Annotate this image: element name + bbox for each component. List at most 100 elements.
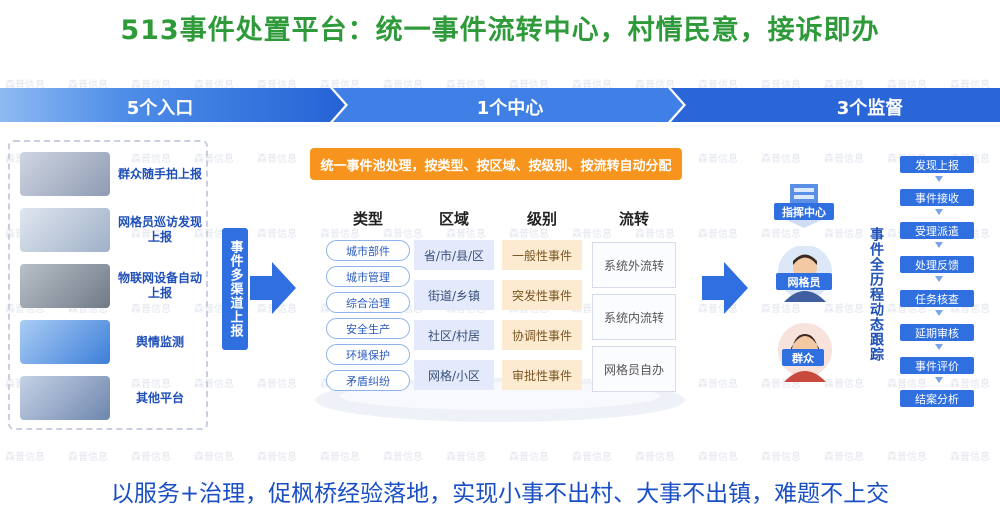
watermark-text: 森普信息 <box>761 452 801 463</box>
watermark-text: 森普信息 <box>320 229 360 240</box>
watermark-text: 森普信息 <box>131 229 171 240</box>
input-item-iot: 物联网设备自动上报 <box>20 264 202 308</box>
flow-item: 网格员自办 <box>592 346 676 392</box>
watermark-text: 森普信息 <box>5 80 45 91</box>
opinion-monitor-image <box>20 320 110 364</box>
region-item: 网格/小区 <box>414 360 494 390</box>
watermark-text: 森普信息 <box>698 80 738 91</box>
watermark-text: 森普信息 <box>383 229 423 240</box>
arrow-down-icon <box>935 242 943 248</box>
watermark-text: 森普信息 <box>131 304 171 315</box>
watermark-text: 森普信息 <box>131 452 171 463</box>
tracking-step: 事件接收 <box>900 189 974 206</box>
watermark-text: 森普信息 <box>194 379 234 390</box>
watermark-text: 森普信息 <box>761 229 801 240</box>
type-item: 城市管理 <box>326 266 410 287</box>
watermark-text: 森普信息 <box>509 80 549 91</box>
tracking-step: 任务核查 <box>900 290 974 307</box>
band-segment-left <box>0 88 345 122</box>
watermark-text: 森普信息 <box>257 452 297 463</box>
arrow-down-icon <box>935 176 943 182</box>
iot-device-image <box>20 264 110 308</box>
band-segment-right <box>671 88 1000 122</box>
band-label-inputs: 5个入口 <box>126 98 194 119</box>
watermark-text: 森普信息 <box>257 304 297 315</box>
watermark-text: 森普信息 <box>950 452 990 463</box>
type-item: 矛盾纠纷 <box>326 370 410 391</box>
level-item: 突发性事件 <box>502 280 582 310</box>
watermark-text: 森普信息 <box>761 154 801 165</box>
header-level: 级别 <box>526 210 557 228</box>
watermark-text: 森普信息 <box>194 154 234 165</box>
public-label: 群众 <box>782 349 824 366</box>
flow-item: 系统内流转 <box>592 294 676 340</box>
watermark-text: 森普信息 <box>131 379 171 390</box>
arrow-down-icon <box>935 209 943 215</box>
command-center-label: 指挥中心 <box>774 203 834 220</box>
watermark-text: 森普信息 <box>950 304 990 315</box>
watermark-text: 森普信息 <box>446 229 486 240</box>
flow-item: 系统外流转 <box>592 242 676 288</box>
input-item-label: 物联网设备自动上报 <box>117 271 202 300</box>
watermark-text: 森普信息 <box>257 154 297 165</box>
type-item: 城市部件 <box>326 240 410 261</box>
watermark-text: 森普信息 <box>446 80 486 91</box>
tracking-step: 结案分析 <box>900 390 974 407</box>
laptop-photo-image <box>20 208 110 252</box>
region-item: 街道/乡镇 <box>414 280 494 310</box>
input-item-other: 其他平台 <box>20 376 202 420</box>
watermark-text: 森普信息 <box>509 452 549 463</box>
watermark-text: 森普信息 <box>194 229 234 240</box>
watermark-text: 森普信息 <box>5 304 45 315</box>
watermark-text: 森普信息 <box>698 229 738 240</box>
watermark-text: 森普信息 <box>761 80 801 91</box>
watermark-text: 森普信息 <box>824 229 864 240</box>
header-type: 类型 <box>352 210 383 228</box>
watermark-text: 森普信息 <box>68 304 108 315</box>
input-item-label: 舆情监测 <box>135 334 184 349</box>
input-item-label: 群众随手拍上报 <box>117 166 202 181</box>
arrow-down-icon <box>935 344 943 350</box>
watermark-text: 森普信息 <box>887 379 927 390</box>
header-region: 区域 <box>438 210 469 228</box>
slogan: 以服务+治理，促枫桥经验落地，实现小事不出村、大事不出镇，难题不上交 <box>110 481 890 507</box>
band-label-center: 1个中心 <box>476 98 544 119</box>
watermark-text: 森普信息 <box>509 229 549 240</box>
arrow-down-icon <box>935 310 943 316</box>
watermark-text: 森普信息 <box>761 304 801 315</box>
type-item: 环境保护 <box>326 344 410 365</box>
input-item-photo: 群众随手拍上报 <box>20 152 202 196</box>
input-panel: 群众随手拍上报 网格员巡访发现上报 物联网设备自动上报 舆情监测 其他平台 <box>8 140 208 430</box>
watermark-text: 森普信息 <box>698 379 738 390</box>
watermark-text: 森普信息 <box>383 452 423 463</box>
watermark-text: 森普信息 <box>824 379 864 390</box>
event-pool-banner: 统一事件池处理，按类型、按区域、按级别、按流转自动分配 <box>310 148 682 180</box>
watermark-text: 森普信息 <box>383 80 423 91</box>
grid-worker-label: 网格员 <box>776 273 832 290</box>
watermark-text: 森普信息 <box>572 452 612 463</box>
watermark-text: 森普信息 <box>698 304 738 315</box>
watermark-text: 森普信息 <box>446 452 486 463</box>
watermark-text: 森普信息 <box>950 80 990 91</box>
type-item: 综合治理 <box>326 292 410 313</box>
watermark-text: 森普信息 <box>887 452 927 463</box>
watermark-text: 森普信息 <box>698 154 738 165</box>
watermark-text: 森普信息 <box>320 80 360 91</box>
input-item-label: 网格员巡访发现上报 <box>117 215 202 244</box>
input-item-label: 其他平台 <box>135 390 184 405</box>
band-label-supervision: 3个监督 <box>836 98 904 119</box>
region-item: 社区/村居 <box>414 320 494 350</box>
watermark-text: 森普信息 <box>824 80 864 91</box>
watermark-text: 森普信息 <box>887 80 927 91</box>
watermark-text: 森普信息 <box>68 452 108 463</box>
watermark-text: 森普信息 <box>194 304 234 315</box>
tracking-label: 事件全历程动态跟踪 <box>868 226 884 362</box>
watermark-text: 森普信息 <box>257 229 297 240</box>
phone-photo-image <box>20 152 110 196</box>
watermark-text: 森普信息 <box>824 304 864 315</box>
tracking-step: 发现上报 <box>900 156 974 173</box>
header-flow: 流转 <box>618 210 649 228</box>
input-item-opinion: 舆情监测 <box>20 320 202 364</box>
watermark-text: 森普信息 <box>194 452 234 463</box>
watermark-text: 森普信息 <box>131 154 171 165</box>
